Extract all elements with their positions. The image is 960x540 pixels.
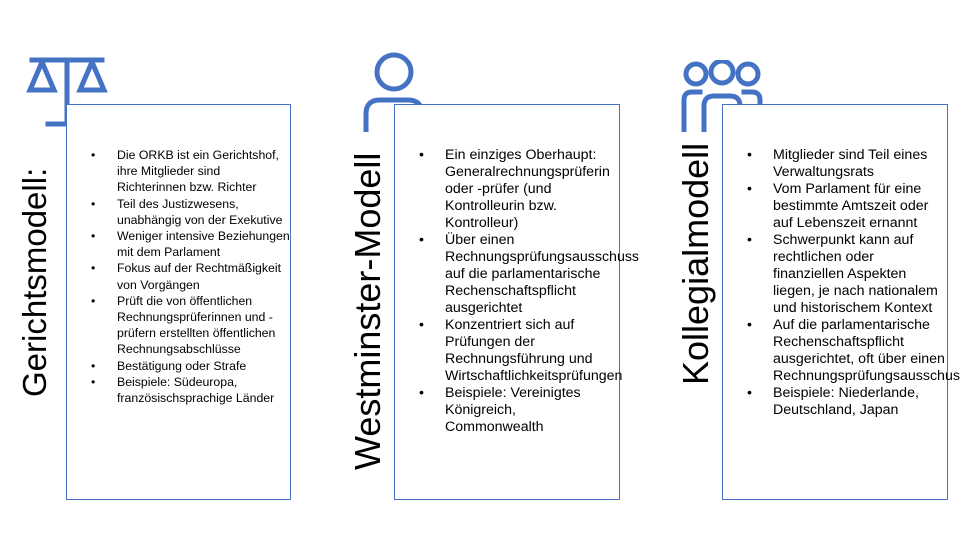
court-model-list: Die ORKB ist ein Gerichtshof, ihre Mitgl…: [91, 147, 291, 406]
westminster-model-list: Ein einziges Oberhaupt: Generalrechnungs…: [419, 147, 639, 436]
panel-court-model: Die ORKB ist ein Gerichtshof, ihre Mitgl…: [0, 0, 320, 540]
panel-collegial-model: Mitglieder sind Teil eines Verwaltungsra…: [640, 0, 960, 540]
list-item: Schwerpunkt kann auf rechtlichen oder fi…: [747, 232, 947, 317]
panel-title: Kollegialmodell: [675, 142, 716, 385]
list-item: Teil des Justizwesens, unabhängig von de…: [91, 196, 291, 228]
list-item: Bestätigung oder Strafe: [91, 358, 291, 374]
panel-westminster-model: Ein einziges Oberhaupt: Generalrechnungs…: [320, 0, 640, 540]
list-item: Weniger intensive Beziehungen mit dem Pa…: [91, 228, 291, 260]
list-item: Ein einziges Oberhaupt: Generalrechnungs…: [419, 147, 610, 232]
court-model-box: Die ORKB ist ein Gerichtshof, ihre Mitgl…: [66, 104, 291, 500]
collegial-model-box: Mitglieder sind Teil eines Verwaltungsra…: [722, 104, 960, 500]
list-item: Die ORKB ist ein Gerichtshof, ihre Mitgl…: [91, 147, 291, 196]
panel-title: Gerichtsmodell:: [16, 167, 53, 397]
list-item: Mitglieder sind Teil eines Verwaltungsra…: [747, 147, 947, 181]
panel-title: Westminster-Modell: [347, 152, 388, 470]
list-item: Beispiele: Südeuropa, französischsprachi…: [91, 374, 291, 406]
list-item: Fokus auf der Rechtmäßigkeit von Vorgäng…: [91, 260, 291, 292]
list-item: Vom Parlament für eine bestimmte Amtszei…: [747, 181, 947, 232]
list-item: Beispiele: Vereinigtes Königreich, Commo…: [419, 385, 609, 436]
list-item: Auf die parlamentarische Rechenschaftspf…: [747, 317, 960, 385]
collegial-model-list: Mitglieder sind Teil eines Verwaltungsra…: [747, 147, 960, 419]
group-icon: [681, 60, 763, 132]
list-item: Konzentriert sich auf Prüfungen der Rech…: [419, 317, 622, 385]
list-item: Über einen Rechnungsprüfungsausschuss au…: [419, 232, 639, 317]
list-item: Prüft die von öffentlichen Rechnungsprüf…: [91, 293, 291, 358]
list-item: Beispiele: Niederlande, Deutschland, Jap…: [747, 385, 947, 419]
westminster-model-box: Ein einziges Oberhaupt: Generalrechnungs…: [394, 104, 639, 500]
